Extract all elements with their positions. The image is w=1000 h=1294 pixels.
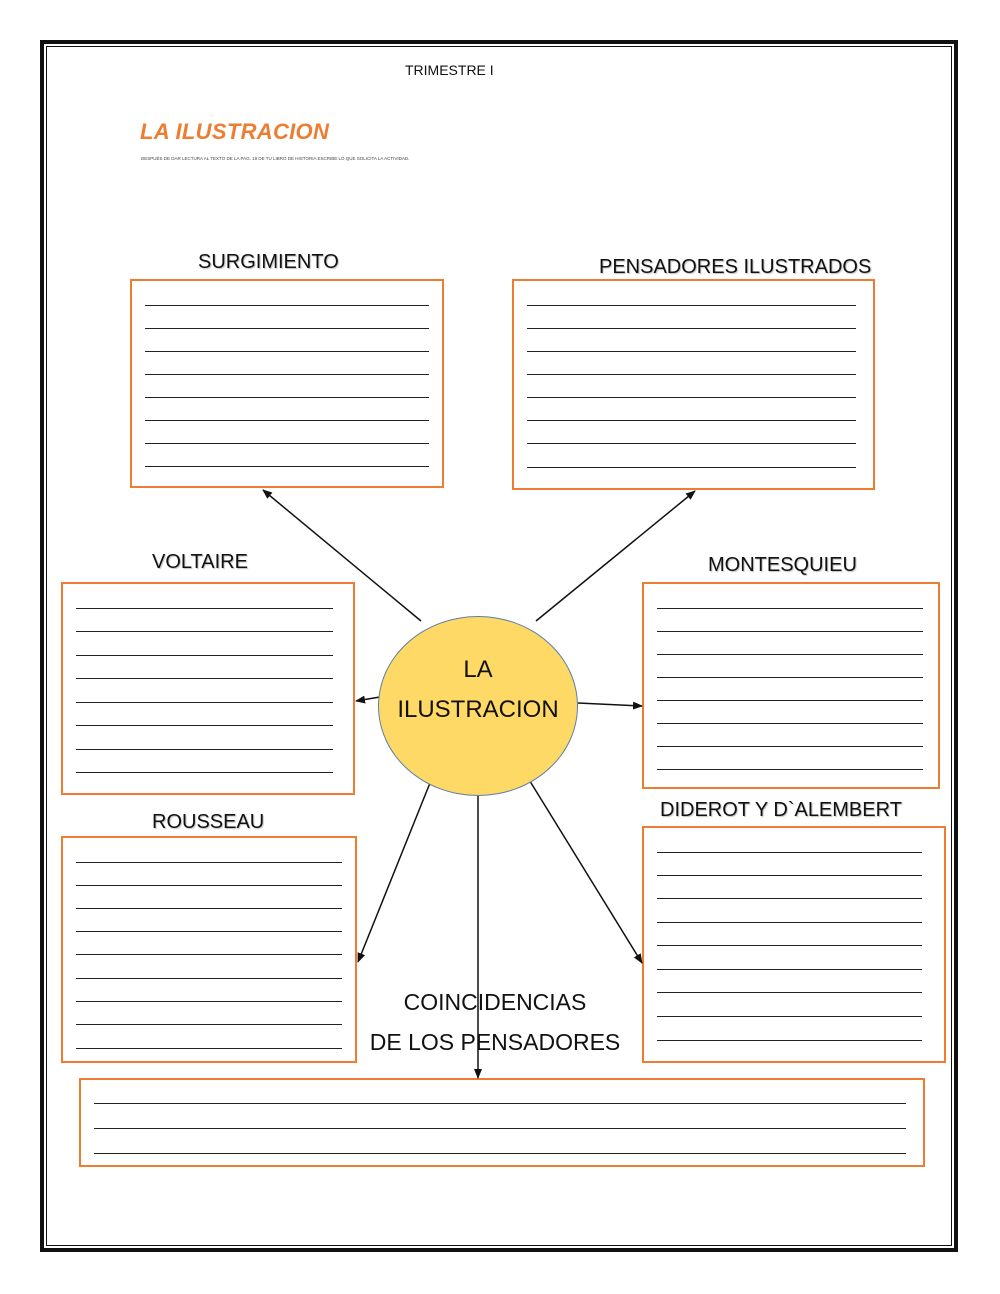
writing-line <box>145 305 429 306</box>
writing-line <box>76 954 342 955</box>
writing-line <box>145 443 429 444</box>
writing-line <box>657 677 923 678</box>
writing-line <box>657 945 922 946</box>
rousseau-label: ROUSSEAU <box>152 811 265 833</box>
writing-line <box>76 772 333 773</box>
writing-line <box>657 922 922 923</box>
coincidencias-answer-box[interactable] <box>79 1078 925 1167</box>
writing-line <box>527 420 856 421</box>
writing-line <box>76 908 342 909</box>
center-label: LA ILUSTRACION <box>397 656 559 723</box>
rousseau-answer-box[interactable] <box>61 836 357 1063</box>
writing-line <box>76 749 333 750</box>
montesquieu-answer-box[interactable] <box>642 582 940 789</box>
diderot-answer-box[interactable] <box>642 826 946 1063</box>
arrow-to-pensadores <box>535 490 696 622</box>
pensadores-ilustrados-label: PENSADORES ILUSTRADOS <box>599 256 872 278</box>
writing-line <box>94 1128 906 1129</box>
pensadores-answer-box[interactable] <box>512 279 875 490</box>
writing-line <box>76 978 342 979</box>
writing-line <box>145 374 429 375</box>
writing-line <box>76 931 342 932</box>
writing-line <box>76 655 333 656</box>
trimestre-label: TRIMESTRE I <box>405 62 494 78</box>
writing-line <box>145 351 429 352</box>
voltaire-label: VOLTAIRE <box>152 551 248 573</box>
page-border-inner <box>46 46 952 1246</box>
coincidencias-label: COINCIDENCIAS DE LOS PENSADORES <box>369 989 621 1055</box>
writing-line <box>657 769 923 770</box>
montesquieu-label: MONTESQUIEU <box>708 554 857 576</box>
voltaire-answer-box[interactable] <box>61 582 355 795</box>
writing-line <box>76 608 333 609</box>
surgimiento-label: SURGIMIENTO <box>198 251 339 273</box>
writing-line <box>657 852 922 853</box>
arrow-to-voltaire <box>355 695 381 704</box>
arrow-to-montesquieu <box>577 701 643 710</box>
page-border-outer <box>40 40 958 1252</box>
center-circle <box>378 616 578 796</box>
arrow-to-rousseau <box>357 782 431 963</box>
writing-line <box>657 700 923 701</box>
writing-line <box>657 1016 922 1017</box>
writing-line <box>76 678 333 679</box>
writing-line <box>657 654 923 655</box>
writing-line <box>76 725 333 726</box>
arrow-to-diderot <box>527 777 643 964</box>
writing-line <box>657 631 923 632</box>
writing-line <box>657 898 922 899</box>
writing-line <box>145 420 429 421</box>
writing-line <box>527 328 856 329</box>
writing-line <box>657 746 923 747</box>
writing-line <box>657 608 923 609</box>
writing-line <box>527 305 856 306</box>
diderot-dalembert-label: DIDEROT Y D`ALEMBERT <box>660 799 902 821</box>
writing-line <box>76 631 333 632</box>
writing-line <box>657 875 922 876</box>
instructions-text: DESPUÉS DE DAR LECTURA AL TEXTO DE LA PA… <box>141 156 410 161</box>
writing-line <box>527 397 856 398</box>
writing-line <box>527 467 856 468</box>
writing-line <box>76 862 342 863</box>
writing-line <box>527 351 856 352</box>
writing-line <box>657 969 922 970</box>
writing-line <box>76 1048 342 1049</box>
surgimiento-answer-box[interactable] <box>130 279 444 488</box>
writing-line <box>527 374 856 375</box>
writing-line <box>145 328 429 329</box>
writing-line <box>527 443 856 444</box>
writing-line <box>145 466 429 467</box>
writing-line <box>657 723 923 724</box>
writing-line <box>94 1153 906 1154</box>
writing-line <box>145 397 429 398</box>
writing-line <box>94 1103 906 1104</box>
page-title: LA ILUSTRACION <box>140 119 330 144</box>
writing-line <box>76 885 342 886</box>
writing-line <box>657 1040 922 1041</box>
writing-line <box>76 1001 342 1002</box>
writing-line <box>76 1024 342 1025</box>
arrow-to-surgimiento <box>262 489 422 622</box>
writing-line <box>76 702 333 703</box>
writing-line <box>657 992 922 993</box>
